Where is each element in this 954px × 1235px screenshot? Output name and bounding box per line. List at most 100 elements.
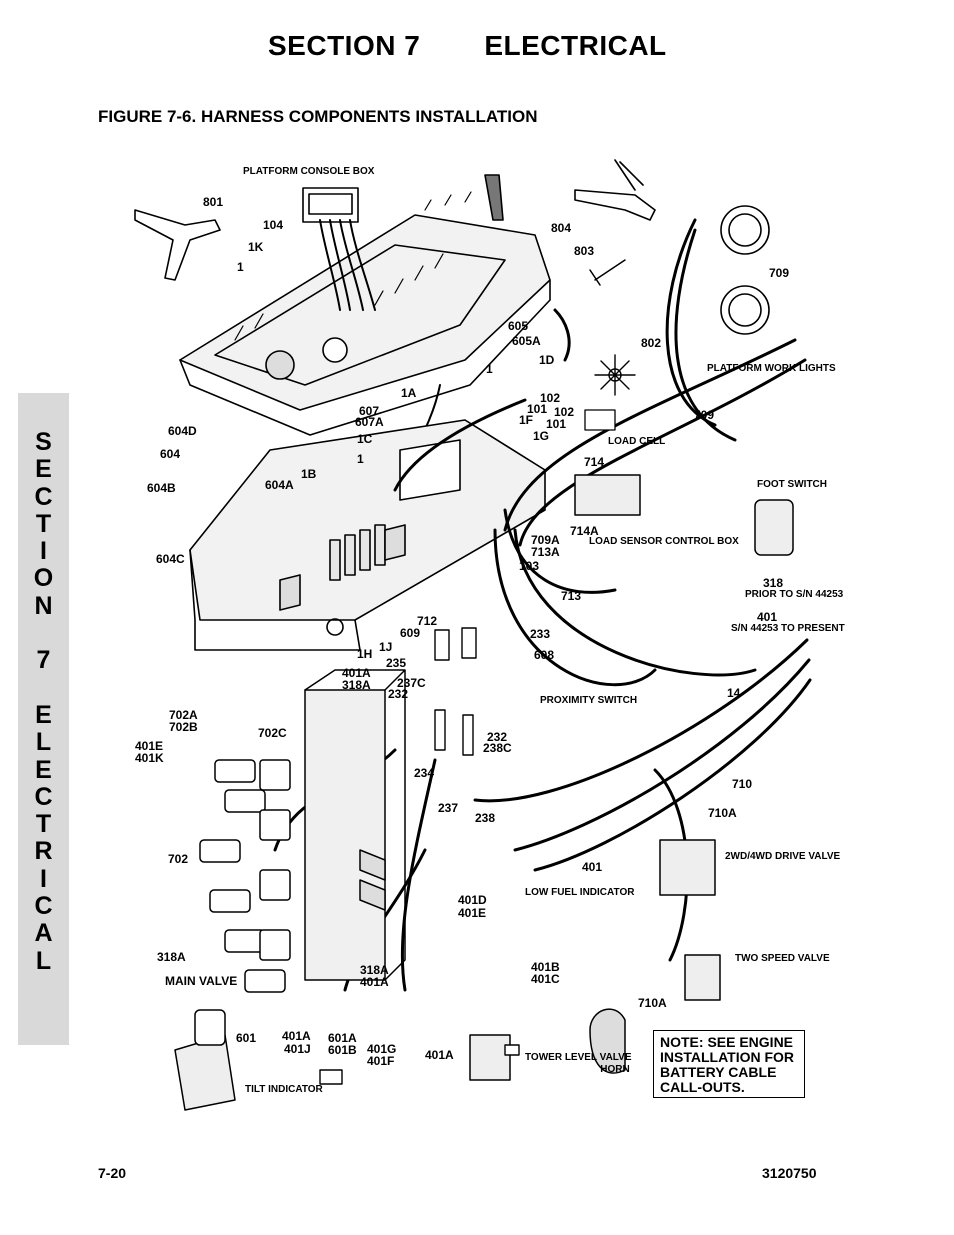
label-804: 804	[551, 221, 572, 235]
platform-console-box-drawing	[179, 174, 551, 436]
two-speed-valve-drawing	[684, 954, 721, 1001]
label-601A: 601A	[328, 1031, 357, 1045]
section-number: SECTION 7	[268, 30, 421, 61]
label-702C: 702C	[258, 726, 287, 740]
label-234: 234	[414, 766, 435, 780]
side-tab-letter: R	[34, 837, 53, 866]
label-318A-b: 318A	[157, 950, 186, 964]
horn-drawing	[589, 1008, 626, 1074]
tower-level-valve-drawing	[469, 1034, 511, 1081]
crimp-tool-drawing	[134, 209, 221, 281]
side-tab-letter: O	[33, 564, 54, 593]
label-710A: 710A	[708, 806, 737, 820]
label-101b: 101	[546, 417, 567, 431]
label-604D: 604D	[168, 424, 197, 438]
label-tilt-indicator: TILT INDICATOR	[245, 1084, 323, 1095]
console-harness	[319, 219, 441, 451]
label-foot-switch: FOOT SWITCH	[757, 479, 827, 490]
label-237: 237	[438, 801, 459, 815]
side-tab-letter: C	[34, 482, 53, 511]
label-702: 702	[168, 852, 189, 866]
label-drive-valve: 2WD/4WD DRIVE VALVE	[725, 851, 841, 862]
label-401: 401	[757, 610, 778, 624]
side-tab-letter: L	[35, 946, 52, 975]
side-tab-letter: E	[35, 700, 52, 729]
side-tab-letter: 7	[36, 646, 51, 675]
label-horn: HORN	[600, 1064, 630, 1075]
label-1G: 1G	[533, 429, 550, 443]
label-232b: 232	[487, 730, 508, 744]
label-601B: 601B	[328, 1043, 357, 1057]
side-tab-letter: N	[34, 591, 53, 620]
label-1A: 1A	[401, 386, 417, 400]
label-load-cell: LOAD CELL	[608, 436, 666, 447]
label-702A: 702A	[169, 708, 198, 722]
label-401J: 401J	[284, 1042, 311, 1056]
label-platform-console-box: PLATFORM CONSOLE BOX	[243, 166, 375, 177]
label-318A-c: 318A	[360, 963, 389, 977]
side-tab-letter: I	[40, 537, 47, 566]
label-401E: 401E	[135, 739, 164, 753]
work-lights-drawing	[720, 205, 770, 335]
foot-switch-drawing	[754, 499, 794, 556]
label-238C: 238C	[483, 741, 512, 755]
label-101a: 101	[527, 402, 548, 416]
label-prior-to: PRIOR TO S/N 44253	[745, 589, 844, 600]
label-1K: 1K	[248, 240, 264, 254]
label-604B: 604B	[147, 481, 176, 495]
label-702B: 702B	[169, 720, 198, 734]
label-102b: 102	[554, 405, 575, 419]
label-604: 604	[160, 447, 181, 461]
label-607A: 607A	[355, 415, 384, 429]
side-tab-letter: L	[35, 728, 52, 757]
side-tab-letter: T	[35, 509, 52, 538]
label-712: 712	[417, 614, 438, 628]
label-401A: 401A	[342, 666, 371, 680]
label-801: 801	[203, 195, 224, 209]
label-401F: 401F	[367, 1054, 395, 1068]
label-609: 609	[400, 626, 421, 640]
side-tab-letter: I	[40, 864, 47, 893]
section-header: SECTION 7 ELECTRICAL	[268, 30, 667, 62]
label-233: 233	[530, 627, 551, 641]
label-714A: 714A	[570, 524, 599, 538]
section-name: ELECTRICAL	[484, 30, 667, 61]
label-load-sensor-control-box: LOAD SENSOR CONTROL BOX	[589, 536, 739, 547]
label-1D: 1D	[539, 353, 555, 367]
label-714: 714	[584, 455, 605, 469]
label-401K: 401K	[135, 751, 164, 765]
tilt-indicator-drawing	[174, 1034, 236, 1111]
label-604C: 604C	[156, 552, 185, 566]
drive-valve-drawing	[659, 839, 716, 896]
label-713A: 713A	[531, 545, 560, 559]
label-604A: 604A	[265, 478, 294, 492]
label-1F: 1F	[519, 413, 534, 427]
label-104: 104	[263, 218, 284, 232]
label-401E-b: 401E	[458, 906, 487, 920]
label-14: 14	[727, 686, 741, 700]
label-238: 238	[475, 811, 496, 825]
label-401G: 401G	[367, 1042, 397, 1056]
connectors-drawing	[319, 627, 520, 1085]
page-number: 7-20	[98, 1165, 127, 1181]
label-235: 235	[386, 656, 407, 670]
label-1C: 1C	[357, 432, 373, 446]
label-710: 710	[732, 777, 753, 791]
label-1B: 1B	[301, 467, 317, 481]
label-605A: 605A	[512, 334, 541, 348]
tool-803-drawing	[589, 259, 626, 286]
figure-title: FIGURE 7-6. HARNESS COMPONENTS INSTALLAT…	[98, 107, 538, 126]
label-601: 601	[236, 1031, 257, 1045]
ground-control-box-drawing	[189, 419, 546, 651]
harness-diagram: PLATFORM CONSOLE BOX 801 104 1K 1 804 80…	[95, 150, 845, 1120]
label-318A: 318A	[342, 678, 371, 692]
label-low-fuel-indicator: LOW FUEL INDICATOR	[525, 887, 635, 898]
label-607: 607	[359, 404, 380, 418]
label-709: 709	[769, 266, 790, 280]
side-tab-letter: C	[34, 782, 53, 811]
label-sn-to-present: S/N 44253 TO PRESENT	[731, 623, 845, 634]
label-237C: 237C	[397, 676, 426, 690]
label-401D: 401D	[458, 893, 487, 907]
label-401b: 401	[582, 860, 603, 874]
